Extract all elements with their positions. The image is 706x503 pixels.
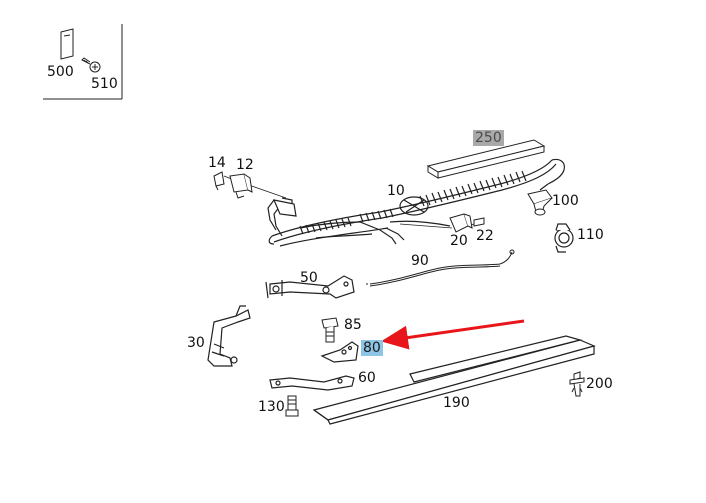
callout-20[interactable]: 20 <box>450 233 468 249</box>
callout-500[interactable]: 500 <box>47 64 74 80</box>
bolt-part-130[interactable] <box>285 395 299 417</box>
callout-14[interactable]: 14 <box>208 155 226 171</box>
callout-130[interactable]: 130 <box>258 399 285 415</box>
callout-85[interactable]: 85 <box>344 317 362 333</box>
clip-part-12[interactable] <box>229 173 253 199</box>
callout-80[interactable]: 80 <box>361 340 383 356</box>
grommet-part-100[interactable] <box>527 189 553 216</box>
callout-60[interactable]: 60 <box>358 370 376 386</box>
callout-190[interactable]: 190 <box>443 395 470 411</box>
label-card-part-500[interactable] <box>60 28 74 60</box>
callout-510[interactable]: 510 <box>91 76 118 92</box>
bolt-part-85[interactable] <box>321 317 339 343</box>
plate-part-80[interactable] <box>320 341 359 363</box>
callout-50[interactable]: 50 <box>300 270 318 286</box>
callout-22[interactable]: 22 <box>476 228 494 244</box>
callout-110[interactable]: 110 <box>577 227 604 243</box>
clamp-part-110[interactable] <box>554 223 574 253</box>
arm-part-60[interactable] <box>269 375 355 391</box>
callout-12[interactable]: 12 <box>236 157 254 173</box>
callout-10[interactable]: 10 <box>387 183 405 199</box>
wiring-harness-part-10[interactable] <box>267 158 565 247</box>
cable-part-90[interactable] <box>366 249 515 287</box>
callout-250[interactable]: 250 <box>473 130 504 146</box>
callout-100[interactable]: 100 <box>552 193 579 209</box>
hook-bracket-part-30[interactable] <box>207 305 251 367</box>
connector-part-20[interactable] <box>449 213 473 233</box>
pointer-arrow <box>381 319 525 350</box>
bracket-part-50[interactable] <box>265 275 355 299</box>
rail-part-190[interactable] <box>312 335 596 425</box>
pin-part-14[interactable] <box>213 171 225 191</box>
push-clip-part-200[interactable] <box>569 371 585 397</box>
inset-frame <box>43 24 123 100</box>
callout-200[interactable]: 200 <box>586 376 613 392</box>
callout-90[interactable]: 90 <box>411 253 429 269</box>
screw-part-510[interactable] <box>81 57 101 73</box>
pad-part-250[interactable] <box>426 139 546 179</box>
callout-30[interactable]: 30 <box>187 335 205 351</box>
pin-part-22[interactable] <box>473 217 485 227</box>
